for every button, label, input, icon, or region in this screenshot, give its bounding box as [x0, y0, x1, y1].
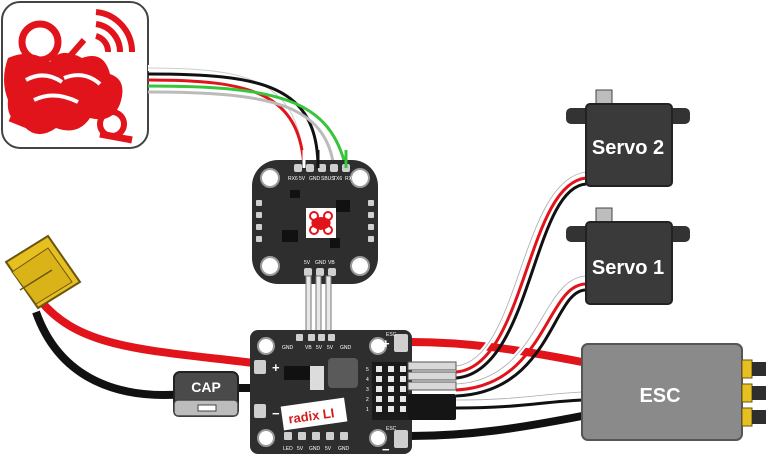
- pdb-bottom-pads: [284, 432, 348, 440]
- fc-power-wires: [305, 275, 332, 337]
- servo-1-label: Servo 1: [592, 257, 664, 279]
- pdb-pin-label: 5V: [327, 345, 334, 351]
- signal-cables: [455, 169, 587, 410]
- brain-logo-icon: [4, 9, 136, 144]
- fc-pin-label: VB: [328, 260, 335, 266]
- fc-pin-label: RX6: [345, 176, 355, 182]
- fc-pin-label: 5V: [304, 260, 311, 266]
- header-row-label: 3: [366, 387, 369, 393]
- pdb-esc-label: ESC: [386, 332, 397, 338]
- fc-logo-icon: [306, 208, 336, 238]
- pdb-pin-label: 5V: [297, 446, 304, 452]
- brand-text: radix LI: [287, 405, 335, 426]
- fc-pin-label: TX6: [333, 176, 342, 182]
- pdb-top-pads: [296, 334, 335, 341]
- esc-plus-label: +: [382, 336, 390, 351]
- receiver-wire-tips: [302, 150, 348, 168]
- header-row-label: 1: [366, 407, 369, 413]
- pdb-pin-label: GND: [340, 345, 352, 351]
- pdb-pin-label: GND: [338, 446, 350, 452]
- pdb-pin-label: GND: [309, 446, 321, 452]
- esc-label: ESC: [639, 385, 680, 407]
- capacitor-label: CAP: [191, 379, 221, 395]
- receiver-module: [1, 1, 149, 149]
- flight-controller: RX6 5V GND SBUS TX6 RX6 5V GND VB: [252, 160, 378, 284]
- servo-2: Servo 2: [566, 89, 690, 187]
- capacitor: CAP: [173, 371, 239, 417]
- header-row-label: 2: [366, 397, 369, 403]
- brand-logo-icon: radix LI: [280, 397, 348, 431]
- pdb-plus-label: +: [272, 360, 280, 375]
- pdb-esc-label: ESC: [386, 426, 397, 432]
- pdb-pin-label: 5V: [325, 446, 332, 452]
- pdb-minus-label: −: [272, 406, 280, 421]
- servo-1: Servo 1: [566, 207, 690, 305]
- servo-header-pins: [372, 362, 408, 420]
- fc-side-pads: [256, 200, 374, 242]
- pdb-pin-label: VB: [305, 345, 312, 351]
- pdb-pin-label: LED: [283, 446, 293, 452]
- fc-pin-label: SBUS: [321, 176, 335, 182]
- servo-2-label: Servo 2: [592, 137, 664, 159]
- fc-bottom-pads: [304, 268, 336, 276]
- fc-pin-label: GND: [315, 260, 327, 266]
- receiver-cable: [147, 65, 348, 169]
- pdb-pin-label: GND: [282, 345, 294, 351]
- fc-pin-label: 5V: [299, 176, 306, 182]
- servo-plugs: [407, 361, 457, 420]
- esc-power-leads: [409, 338, 583, 440]
- fc-pin-label: RX6: [288, 176, 298, 182]
- xt60-connector: [4, 234, 82, 310]
- esc: ESC: [581, 343, 766, 441]
- header-row-label: 5: [366, 367, 369, 373]
- fc-top-pads: [294, 164, 350, 172]
- esc-motor-terminals: [741, 359, 766, 427]
- header-row-label: 4: [366, 377, 369, 383]
- power-distribution-board: + − + − ESC ESC GND VB 5V 5V GND radix L…: [250, 330, 412, 457]
- fc-pin-label: GND: [309, 176, 321, 182]
- esc-minus-label: −: [382, 442, 390, 457]
- pdb-pin-label: 5V: [316, 345, 323, 351]
